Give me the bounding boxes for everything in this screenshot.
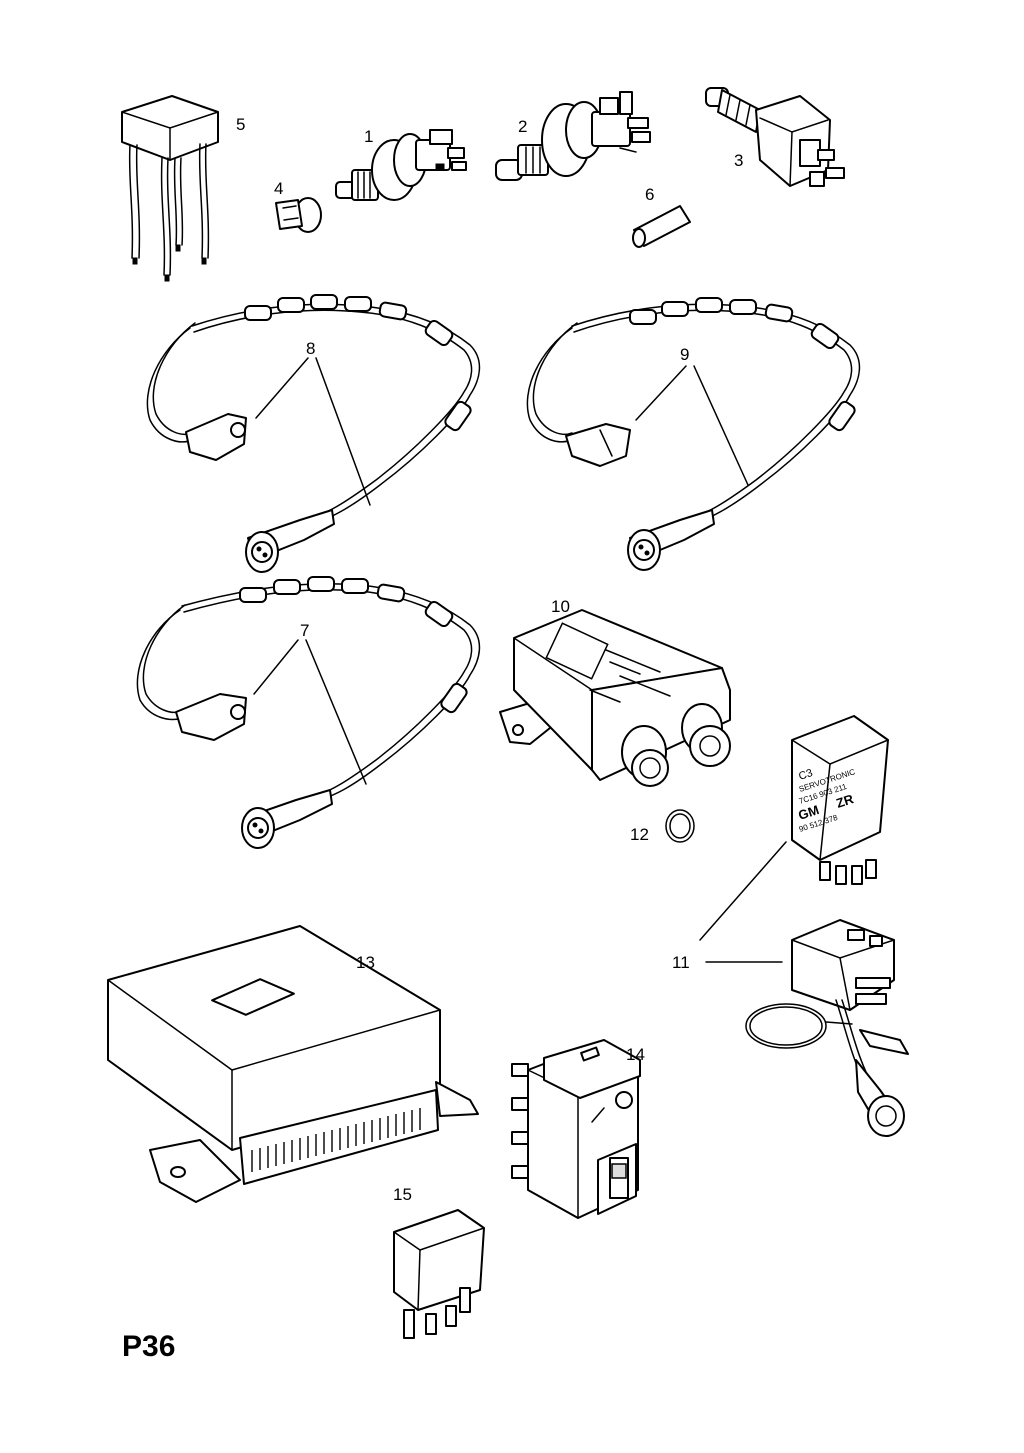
relay-marking-line5: ZR (834, 791, 856, 811)
callout-2: 2 (518, 117, 528, 136)
part-11-relay-holder (745, 919, 909, 1137)
callout-11: 11 (672, 953, 690, 972)
part-9-wear-sensor-cable (526, 297, 861, 571)
relay-marking-line1: C3 (797, 767, 814, 783)
callout-10: 10 (551, 597, 570, 616)
callout-13: 13 (356, 953, 375, 972)
page-code: P36 (122, 1330, 176, 1363)
relay-marking-line4: GM (796, 802, 821, 823)
part-11-relay (791, 715, 889, 885)
leader-11-relay (699, 841, 787, 941)
part-10-control-unit (499, 609, 731, 787)
callout-3: 3 (734, 151, 744, 170)
callout-15: 15 (393, 1185, 412, 1204)
part-4-clip (275, 197, 322, 233)
callout-6: 6 (645, 185, 655, 204)
part-6-pin (632, 205, 691, 248)
part-3-switch (705, 87, 845, 187)
callout-5: 5 (236, 115, 246, 134)
part-2-switch (495, 91, 651, 181)
callout-14: 14 (626, 1045, 645, 1064)
callout-12: 12 (630, 825, 649, 844)
callout-9: 9 (680, 345, 690, 364)
callout-8: 8 (306, 339, 316, 358)
part-14-switch (511, 1039, 641, 1219)
part-8-wear-sensor-cable (146, 294, 481, 573)
part-15-relay (393, 1209, 485, 1339)
part-12-o-ring (665, 809, 695, 843)
part-5-resistor-block (121, 95, 219, 282)
part-1-brake-light-switch (335, 129, 467, 201)
part-7-wear-sensor-cable (136, 576, 481, 849)
callout-1: 1 (364, 127, 374, 146)
callout-4: 4 (274, 179, 284, 198)
callout-7: 7 (300, 621, 310, 640)
part-13-ecu (107, 925, 479, 1203)
